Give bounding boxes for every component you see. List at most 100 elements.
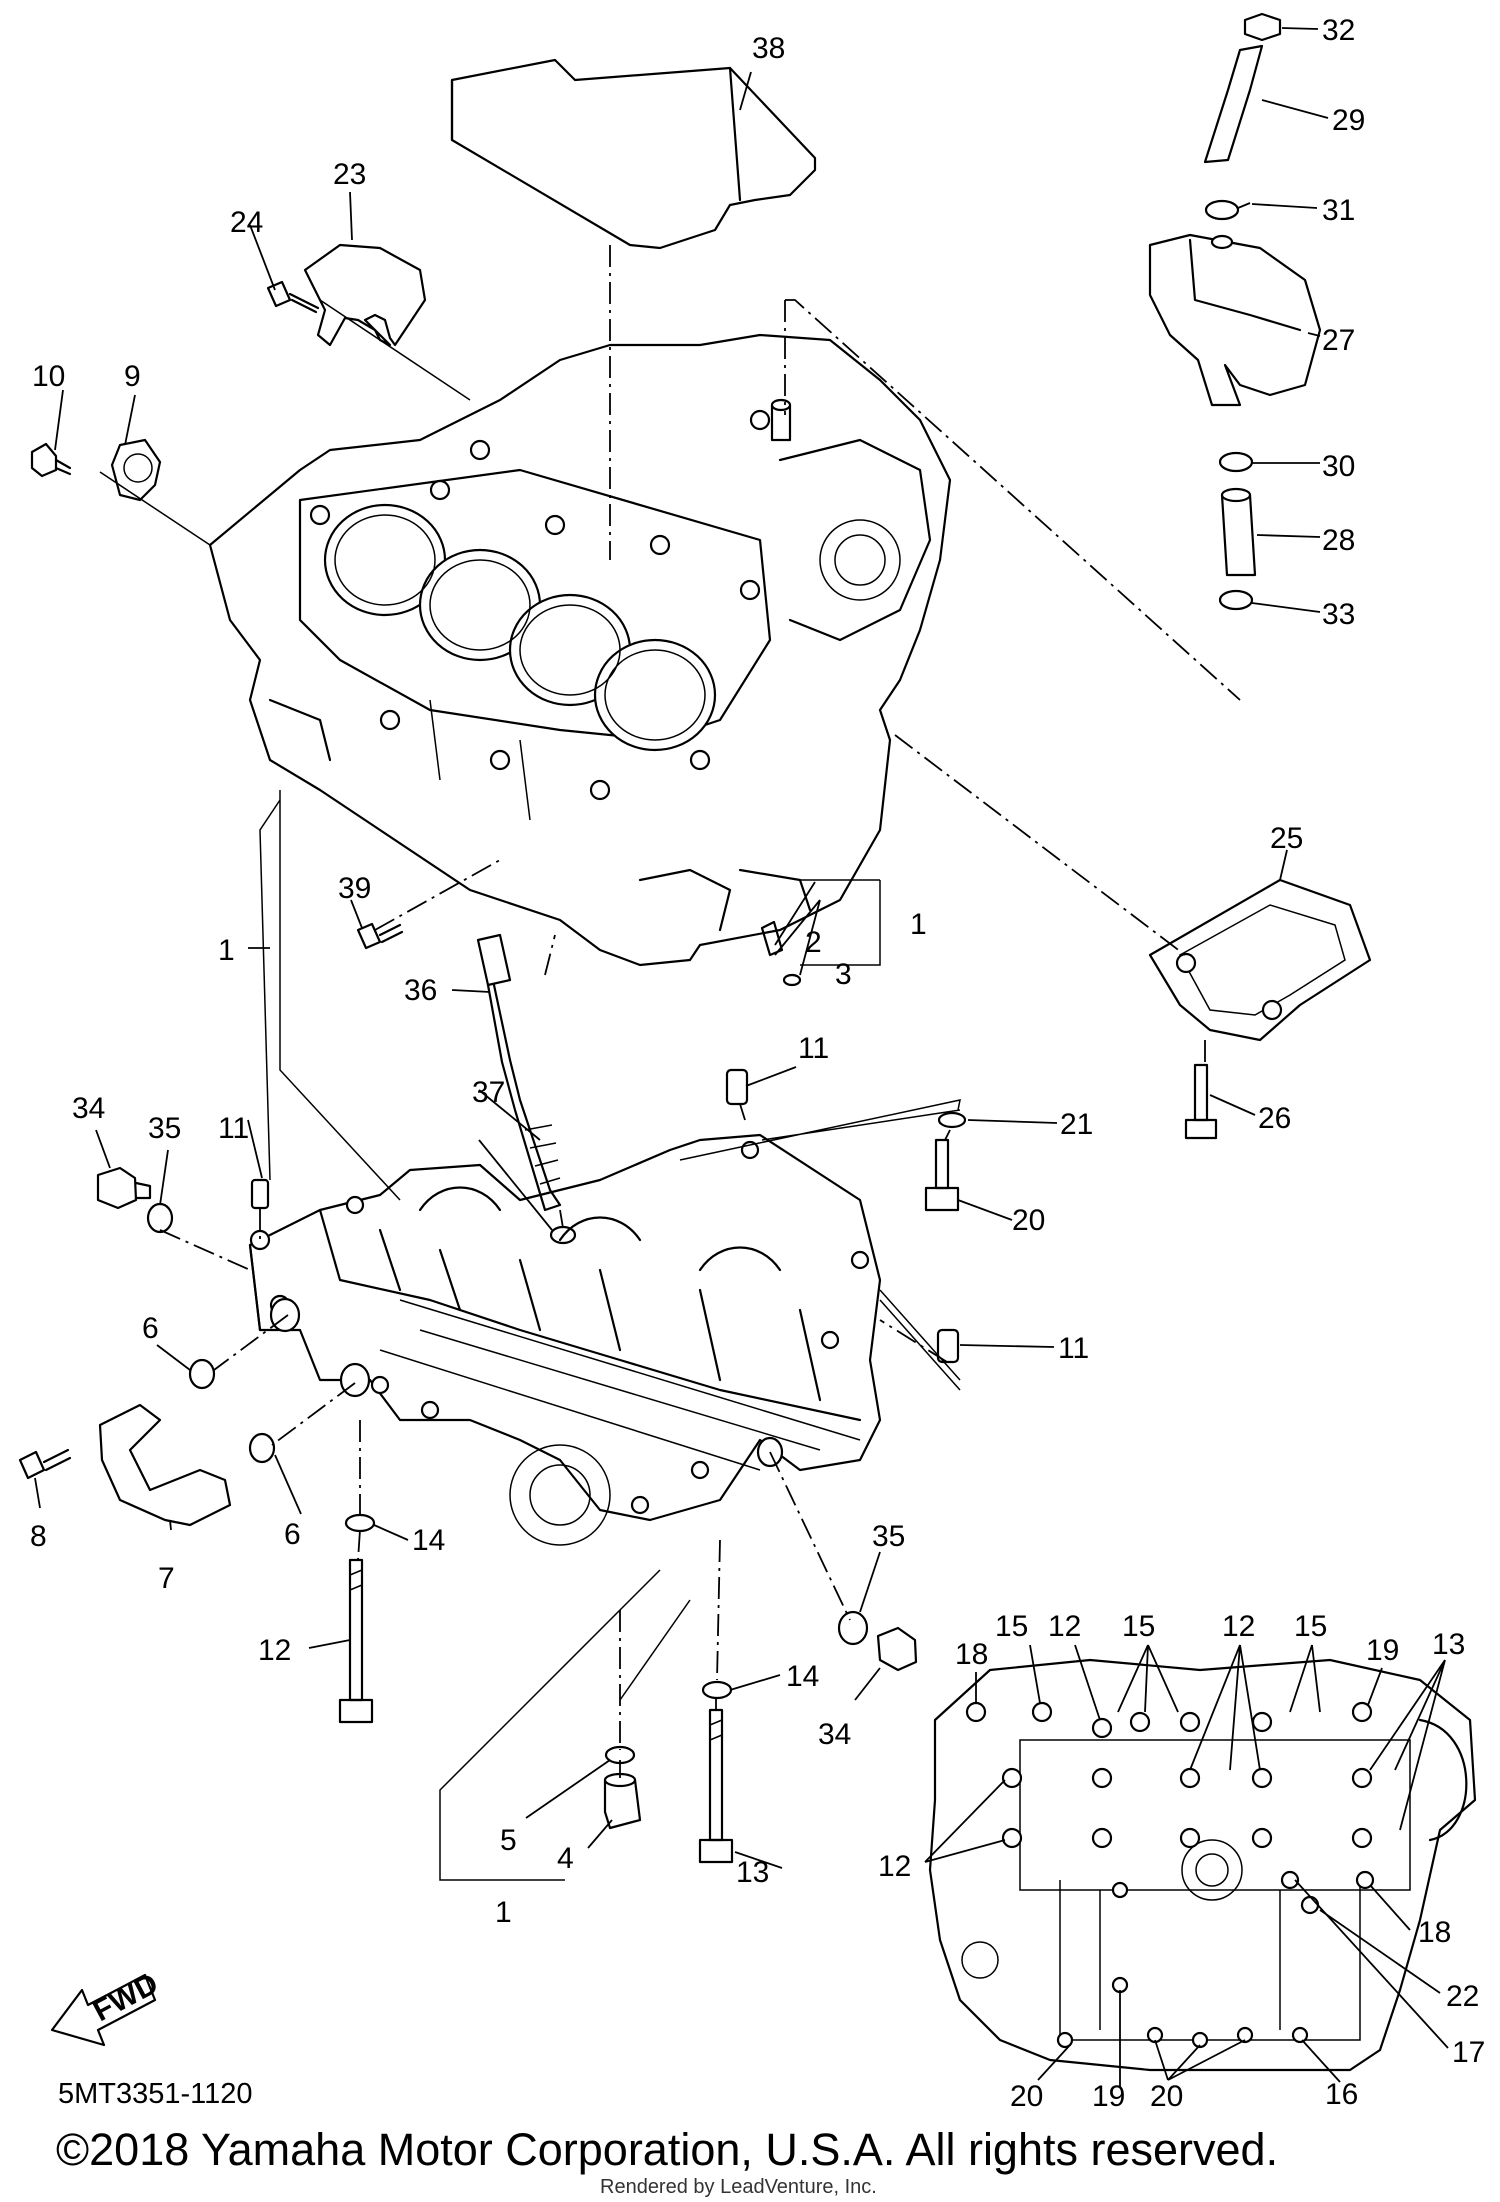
- part-34-plug-right: [876, 1626, 918, 1672]
- part-23-cover-plate: [303, 243, 427, 347]
- callout-8: 8: [30, 1520, 47, 1553]
- callout-12a: 12: [258, 1634, 291, 1667]
- callout-15a: 15: [995, 1610, 1028, 1643]
- part-24-bolt: [266, 280, 320, 314]
- callout-1b: 1: [218, 934, 235, 967]
- callout-18b: 18: [1418, 1916, 1451, 1949]
- callout-30: 30: [1322, 450, 1355, 483]
- callout-27: 27: [1322, 324, 1355, 357]
- assembled-engine-bottom-view: [928, 1658, 1477, 2072]
- callout-24: 24: [230, 206, 263, 239]
- part-35-washer-right: [837, 1610, 869, 1646]
- callout-39: 39: [338, 872, 371, 905]
- part-34-plug-left: [96, 1166, 152, 1210]
- callout-19a: 19: [1366, 1634, 1399, 1667]
- callout-3: 3: [835, 958, 852, 991]
- callout-12c: 12: [1222, 1610, 1255, 1643]
- part-6-washer-upper: [188, 1358, 216, 1390]
- part-9-gasket: [110, 438, 162, 502]
- part-30-clip: [1218, 451, 1254, 473]
- part-38-cover: [450, 58, 817, 250]
- callout-35b: 35: [872, 1520, 905, 1553]
- callout-23: 23: [333, 158, 366, 191]
- leader-lines: [34, 27, 1449, 2088]
- part-8-bolt: [18, 1448, 72, 1480]
- upper-crankcase: [208, 333, 952, 967]
- part-13-bolt: [698, 1708, 734, 1864]
- callout-12b: 12: [1048, 1610, 1081, 1643]
- part-21-washer: [937, 1111, 967, 1129]
- callout-20a: 20: [1012, 1204, 1045, 1237]
- part-33-clip: [1218, 589, 1254, 611]
- callout-15b: 15: [1122, 1610, 1155, 1643]
- part-code: 5MT3351-1120: [58, 2078, 253, 2110]
- callout-19b: 19: [1092, 2080, 1125, 2113]
- part-11-dowel-center: [725, 1068, 749, 1106]
- callout-10: 10: [32, 360, 65, 393]
- part-20-bolt: [924, 1138, 960, 1212]
- fwd-label: FWD: [88, 1967, 164, 2028]
- callout-6a: 6: [142, 1312, 159, 1345]
- callout-18a: 18: [955, 1638, 988, 1671]
- callout-28: 28: [1322, 524, 1355, 557]
- fwd-arrow-icon: FWD: [50, 1967, 164, 2047]
- callout-26: 26: [1258, 1102, 1291, 1135]
- callout-29: 29: [1332, 104, 1365, 137]
- callout-2: 2: [805, 926, 822, 959]
- part-36-dipstick: [476, 933, 562, 1212]
- callout-36: 36: [404, 974, 437, 1007]
- callout-34a: 34: [72, 1092, 105, 1125]
- callout-4: 4: [557, 1842, 574, 1875]
- lower-crankcase: [248, 1133, 882, 1546]
- assembly-lines: [99, 245, 1241, 1881]
- callout-9: 9: [124, 360, 141, 393]
- callout-20b: 20: [1010, 2080, 1043, 2113]
- callout-14a: 14: [412, 1524, 445, 1557]
- part-6-washer-lower: [248, 1432, 276, 1464]
- callout-32: 32: [1322, 14, 1355, 47]
- callout-25: 25: [1270, 822, 1303, 855]
- part-25-plate: [1148, 878, 1372, 1042]
- cylinder-bore-4: [593, 638, 717, 752]
- part-4-plug: [603, 1772, 642, 1830]
- part-11-dowel-left: [250, 1178, 270, 1210]
- part-11-dowel-right: [936, 1328, 960, 1364]
- callout-13b: 13: [1432, 1628, 1465, 1661]
- callout-22: 22: [1446, 1980, 1479, 2013]
- copyright-notice: ©2018 Yamaha Motor Corporation, U.S.A. A…: [56, 2124, 1279, 2175]
- callout-21: 21: [1060, 1108, 1093, 1141]
- callout-37: 37: [472, 1076, 505, 1109]
- part-14-washer-left: [344, 1513, 376, 1533]
- callout-11c: 11: [1058, 1332, 1089, 1365]
- callout-1a: 1: [910, 908, 927, 941]
- part-32-cap: [1243, 12, 1282, 42]
- callout-11b: 11: [218, 1112, 249, 1145]
- part-14-washer-right: [701, 1680, 733, 1700]
- callout-1c: 1: [495, 1896, 512, 1929]
- part-10-bolt: [30, 442, 72, 478]
- callout-31: 31: [1322, 194, 1355, 227]
- callout-34b: 34: [818, 1718, 851, 1751]
- callout-38: 38: [752, 32, 785, 65]
- part-26-bolt: [1184, 1063, 1218, 1140]
- callout-35a: 35: [148, 1112, 181, 1145]
- render-credit: Rendered by LeadVenture, Inc.: [600, 2176, 877, 2198]
- part-27-breather-box: [1148, 233, 1322, 407]
- callout-5: 5: [500, 1824, 517, 1857]
- callout-16: 16: [1325, 2078, 1358, 2111]
- callout-13a: 13: [736, 1856, 769, 1889]
- callout-20c: 20: [1150, 2080, 1183, 2113]
- part-29-hose: [1203, 44, 1264, 164]
- callout-14b: 14: [786, 1660, 819, 1693]
- part-7-pipe: [98, 1403, 232, 1527]
- callout-12d: 12: [878, 1850, 911, 1883]
- callout-11a: 11: [798, 1032, 829, 1065]
- part-3-oring: [782, 973, 802, 987]
- callout-33: 33: [1322, 598, 1355, 631]
- part-2-pin: [760, 920, 784, 957]
- callout-17: 17: [1452, 2036, 1485, 2069]
- callout-6b: 6: [284, 1518, 301, 1551]
- callout-15c: 15: [1294, 1610, 1327, 1643]
- part-35-washer-left: [146, 1202, 174, 1234]
